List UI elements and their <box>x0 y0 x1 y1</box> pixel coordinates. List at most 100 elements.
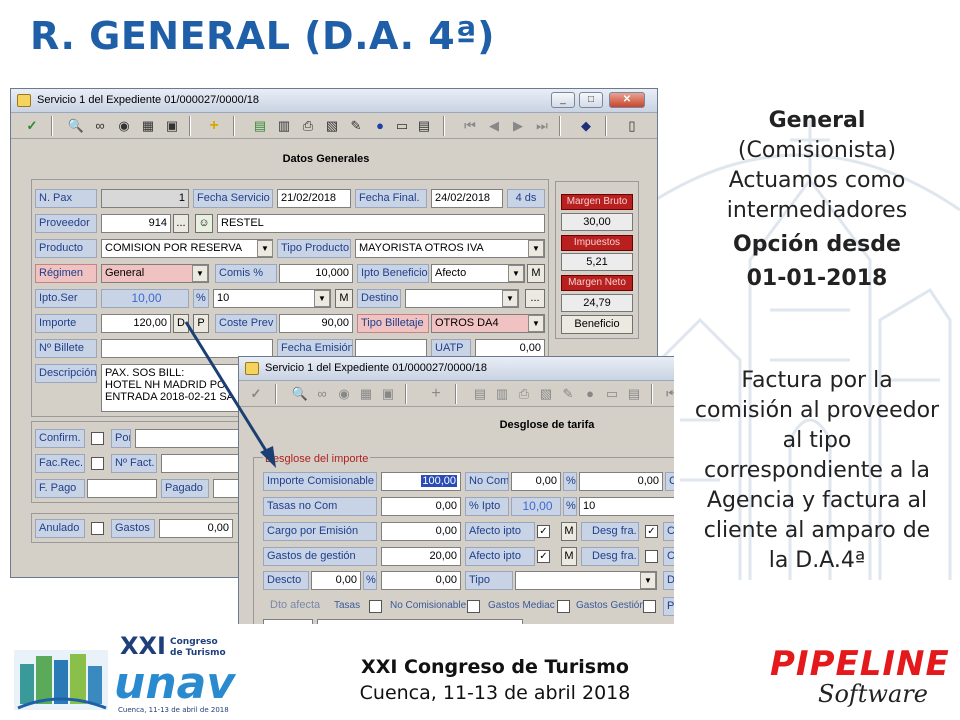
document-icon[interactable]: ▭ <box>395 118 409 133</box>
check-icon[interactable]: ✓ <box>26 118 38 133</box>
glasses-icon[interactable]: ∞ <box>317 386 327 401</box>
exit-icon[interactable]: ▯ <box>628 118 636 133</box>
chevron-down-icon[interactable]: ▼ <box>528 315 544 332</box>
importe-comisionable-field[interactable]: 100,00 <box>381 472 461 491</box>
chevron-down-icon[interactable]: ▼ <box>528 240 544 257</box>
document-icon[interactable]: ▭ <box>605 386 619 401</box>
add-folder-icon[interactable]: ▤ <box>473 386 487 401</box>
destino-lookup-button[interactable]: ... <box>525 289 545 308</box>
m-button[interactable]: M <box>527 264 545 283</box>
pct-ipto-select[interactable]: 10 <box>579 497 674 516</box>
add-icon[interactable]: + <box>431 385 441 402</box>
chevron-down-icon[interactable]: ▼ <box>192 265 208 282</box>
attachment-icon[interactable]: ▧ <box>325 118 339 133</box>
proveedor-code-field[interactable]: 914 <box>101 214 171 233</box>
proveedor-detail-icon[interactable]: ☺ <box>195 214 213 233</box>
comis-field[interactable]: 10,000 <box>279 264 353 283</box>
descto-field[interactable]: 0,00 <box>381 571 461 590</box>
box-icon[interactable]: ▣ <box>165 118 179 133</box>
tasas-no-com-field[interactable]: 0,00 <box>381 497 461 516</box>
gastos-field[interactable]: 0,00 <box>159 519 233 538</box>
check-icon[interactable]: ✓ <box>250 386 262 401</box>
m-button[interactable]: M <box>561 522 577 541</box>
anulado-checkbox[interactable] <box>91 522 104 535</box>
beneficio-button[interactable]: Beneficio <box>561 315 633 334</box>
add-folder-icon[interactable]: ▤ <box>253 118 267 133</box>
no-com-field[interactable]: 0,00 <box>511 472 561 491</box>
cargo-emision-field[interactable]: 0,00 <box>381 522 461 541</box>
add-icon[interactable]: + <box>209 117 219 134</box>
globe-icon[interactable]: ◉ <box>118 118 130 133</box>
fac-rec-checkbox[interactable] <box>91 457 104 470</box>
desg-fra-checkbox[interactable] <box>645 550 658 563</box>
regimen-select[interactable]: General <box>101 264 209 283</box>
gastos-gestion-checkbox[interactable] <box>643 600 656 613</box>
print-icon[interactable]: ⎙ <box>302 118 314 133</box>
descripcion-field[interactable]: PAX. SOS BILL: HOTEL NH MADRID PO ENTRAD… <box>101 364 241 412</box>
prev-record-icon[interactable]: ◀ <box>489 118 499 133</box>
chevron-down-icon[interactable]: ▼ <box>314 290 330 307</box>
afecto-ipto-checkbox[interactable]: ✓ <box>537 550 550 563</box>
calendar-icon[interactable]: ▦ <box>141 118 155 133</box>
box-icon[interactable]: ▣ <box>381 386 395 401</box>
maximize-button[interactable]: □ <box>579 92 603 108</box>
bottom-field[interactable] <box>317 619 523 624</box>
ipto-ser-select[interactable]: 10 <box>213 289 331 308</box>
glasses-icon[interactable]: ∞ <box>95 118 105 133</box>
m-button[interactable]: M <box>335 289 353 308</box>
first-record-icon[interactable]: ⏮ <box>464 118 476 133</box>
no-com-percent-field[interactable]: 0,00 <box>579 472 663 491</box>
note-icon[interactable]: ▤ <box>417 118 431 133</box>
tipo-billetaje-select[interactable]: OTROS DA4 <box>431 314 545 333</box>
search-icon[interactable]: 🔍 <box>67 118 85 133</box>
first-record-icon[interactable]: ⏮ <box>663 385 674 403</box>
proveedor-name-field[interactable]: RESTEL <box>217 214 545 233</box>
m-button[interactable]: M <box>561 547 577 566</box>
attachment-icon[interactable]: ▧ <box>539 386 553 401</box>
fecha-servicio-field[interactable]: 21/02/2018 <box>277 189 351 208</box>
edit-icon[interactable]: ✎ <box>562 386 574 401</box>
desg-fra-checkbox[interactable]: ✓ <box>645 525 658 538</box>
coste-prev-field[interactable]: 90,00 <box>279 314 353 333</box>
tasas-checkbox[interactable] <box>369 600 382 613</box>
note-icon[interactable]: ▤ <box>627 386 641 401</box>
chevron-down-icon[interactable]: ▼ <box>257 240 273 257</box>
open-folder-icon[interactable]: ▥ <box>277 118 291 133</box>
descto-percent-field[interactable]: 0,00 <box>311 571 361 590</box>
chevron-down-icon[interactable]: ▼ <box>502 290 518 307</box>
chevron-down-icon[interactable]: ▼ <box>508 265 524 282</box>
eye-icon[interactable]: ● <box>376 118 384 133</box>
last-record-icon[interactable]: ⏭ <box>536 118 548 133</box>
calendar-icon[interactable]: ▦ <box>359 386 373 401</box>
fecha-final-field[interactable]: 24/02/2018 <box>431 189 503 208</box>
d-button[interactable]: D <box>173 314 189 333</box>
n-fact-field[interactable] <box>161 454 245 473</box>
next-record-icon[interactable]: ▶ <box>513 118 523 133</box>
destino-select[interactable] <box>405 289 519 308</box>
confirm-checkbox[interactable] <box>91 432 104 445</box>
producto-select[interactable]: COMISION POR RESERVA <box>101 239 273 258</box>
n-pax-field[interactable]: 1 <box>101 189 189 208</box>
close-button[interactable]: ✕ <box>609 92 645 108</box>
proveedor-lookup-button[interactable]: ... <box>173 214 189 233</box>
gastos-mediac-checkbox[interactable] <box>557 600 570 613</box>
minimize-button[interactable]: _ <box>551 92 575 108</box>
print-icon[interactable]: ⎙ <box>518 386 530 401</box>
tipo-select[interactable] <box>515 571 657 590</box>
importe-field[interactable]: 120,00 <box>101 314 171 333</box>
afecto-ipto-checkbox[interactable]: ✓ <box>537 525 550 538</box>
open-folder-icon[interactable]: ▥ <box>495 386 509 401</box>
f-pago-field[interactable] <box>87 479 157 498</box>
book-icon[interactable]: ◆ <box>581 118 591 133</box>
gastos-gestion-field[interactable]: 20,00 <box>381 547 461 566</box>
ipto-beneficio-select[interactable]: Afecto <box>431 264 525 283</box>
globe-icon[interactable]: ◉ <box>338 386 350 401</box>
tipo-producto-select[interactable]: MAYORISTA OTROS IVA <box>355 239 545 258</box>
chevron-down-icon[interactable]: ▼ <box>640 572 656 589</box>
bottom-field[interactable] <box>263 619 313 624</box>
p-button[interactable]: P <box>193 314 209 333</box>
eye-icon[interactable]: ● <box>586 386 594 401</box>
no-comisionable-checkbox[interactable] <box>467 600 480 613</box>
edit-icon[interactable]: ✎ <box>350 118 362 133</box>
search-icon[interactable]: 🔍 <box>291 386 309 401</box>
